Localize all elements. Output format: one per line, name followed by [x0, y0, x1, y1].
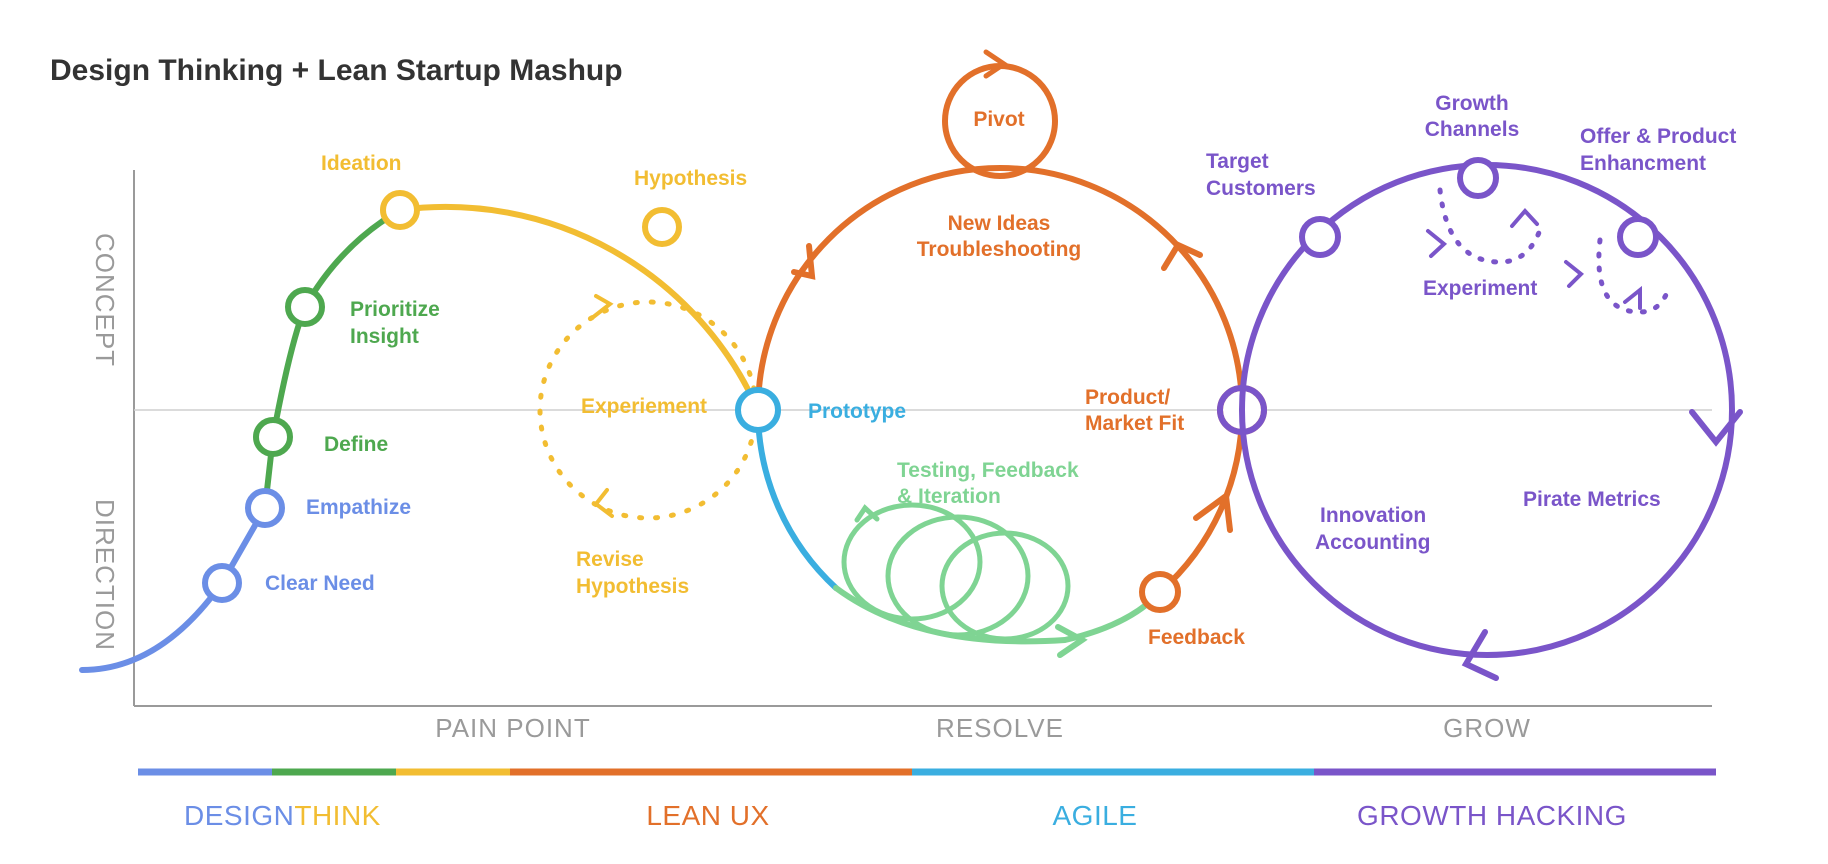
label-clear-need: Clear Need [265, 572, 375, 595]
label-ideation: Ideation [321, 152, 402, 175]
legend-agile: AGILE [1053, 800, 1138, 831]
node-target-customers [1299, 216, 1341, 258]
label-grow-experiment: Experiment [1423, 277, 1537, 300]
grow-arrow-bottom-icon [1461, 629, 1499, 681]
label-feedback: Feedback [1148, 626, 1245, 649]
axis-label-direction: DIRECTION [90, 499, 120, 651]
label-pmf-line1: Product/ [1085, 386, 1170, 409]
resolve-arrow-right-icon [1161, 241, 1203, 271]
legend-design: DESIGN [184, 800, 294, 831]
label-testing-line1: Testing, Feedback [897, 459, 1079, 482]
node-pmf-outer [1217, 385, 1267, 435]
node-ideation [380, 190, 420, 230]
label-experiment: Experiement [581, 395, 707, 418]
label-empathize: Empathize [306, 496, 411, 519]
page-title: Design Thinking + Lean Startup Mashup [50, 54, 623, 87]
node-empathize [245, 488, 285, 528]
grow-arrow-right-icon [1689, 409, 1743, 447]
grow-experiment-arrow-2-icon [1510, 208, 1539, 228]
axis-label-concept: CONCEPT [90, 233, 120, 367]
node-hypothesis [642, 207, 682, 247]
label-offer-line2: Enhancment [1580, 152, 1706, 175]
label-target-line1: Target [1206, 150, 1269, 173]
legend-think: THINK [294, 800, 381, 831]
label-hypothesis: Hypothesis [634, 167, 747, 190]
grow-experiment-loop-left [1437, 187, 1543, 265]
iteration-arrow-icon [854, 504, 880, 523]
node-define [253, 417, 293, 457]
label-prioritize-line2: Insight [350, 325, 419, 348]
resolve-arrow-up-icon [1193, 490, 1233, 533]
testing-arrow-icon [1055, 624, 1088, 658]
label-new-ideas-line1: New Ideas [948, 212, 1051, 235]
legend-lean-ux: LEAN UX [646, 800, 769, 831]
label-growth-line2: Channels [1425, 118, 1520, 141]
label-pivot: Pivot [973, 108, 1024, 131]
label-growth-line1: Growth [1435, 92, 1509, 115]
grow-experiment-arrow-4-icon [1623, 285, 1642, 310]
grow-experiment-arrow-icon [1426, 229, 1448, 258]
node-growth-channels [1457, 157, 1499, 199]
section-label-grow: GROW [1443, 713, 1531, 743]
revise-arrow-icon [593, 488, 614, 518]
label-innovation-line2: Accounting [1315, 531, 1431, 554]
label-offer-line1: Offer & Product [1580, 125, 1736, 148]
section-label-resolve: RESOLVE [936, 713, 1064, 743]
label-prototype: Prototype [808, 400, 906, 423]
label-pmf-line2: Market Fit [1085, 412, 1184, 435]
node-feedback [1139, 571, 1181, 613]
node-prioritize [285, 287, 325, 327]
label-revise-line1: Revise [576, 548, 644, 571]
legend-design-think: DESIGNTHINK [184, 800, 381, 831]
node-clear-need [202, 563, 242, 603]
label-testing-line2: & Iteration [897, 485, 1001, 508]
grow-experiment-loop-right [1596, 237, 1671, 315]
label-define: Define [324, 433, 388, 456]
label-revise-line2: Hypothesis [576, 575, 689, 598]
grow-experiment-arrow-3-icon [1564, 260, 1584, 288]
section-label-pain-point: PAIN POINT [435, 713, 590, 743]
experiment-arrow-icon [590, 294, 614, 320]
label-prioritize-line1: Prioritize [350, 298, 440, 321]
resolve-arrow-left-icon [791, 243, 816, 280]
label-target-line2: Customers [1206, 177, 1316, 200]
label-innovation-line1: Innovation [1320, 504, 1426, 527]
node-offer-enhancement [1617, 216, 1659, 258]
iteration-spiral [841, 502, 1071, 642]
design-thinking-curve [79, 203, 761, 673]
pivot-arrow-icon [983, 49, 1009, 79]
legend-growth-hacking: GROWTH HACKING [1357, 800, 1627, 831]
label-pirate-metrics: Pirate Metrics [1523, 488, 1661, 511]
node-prototype [735, 387, 781, 433]
label-new-ideas-line2: Troubleshooting [917, 238, 1081, 261]
